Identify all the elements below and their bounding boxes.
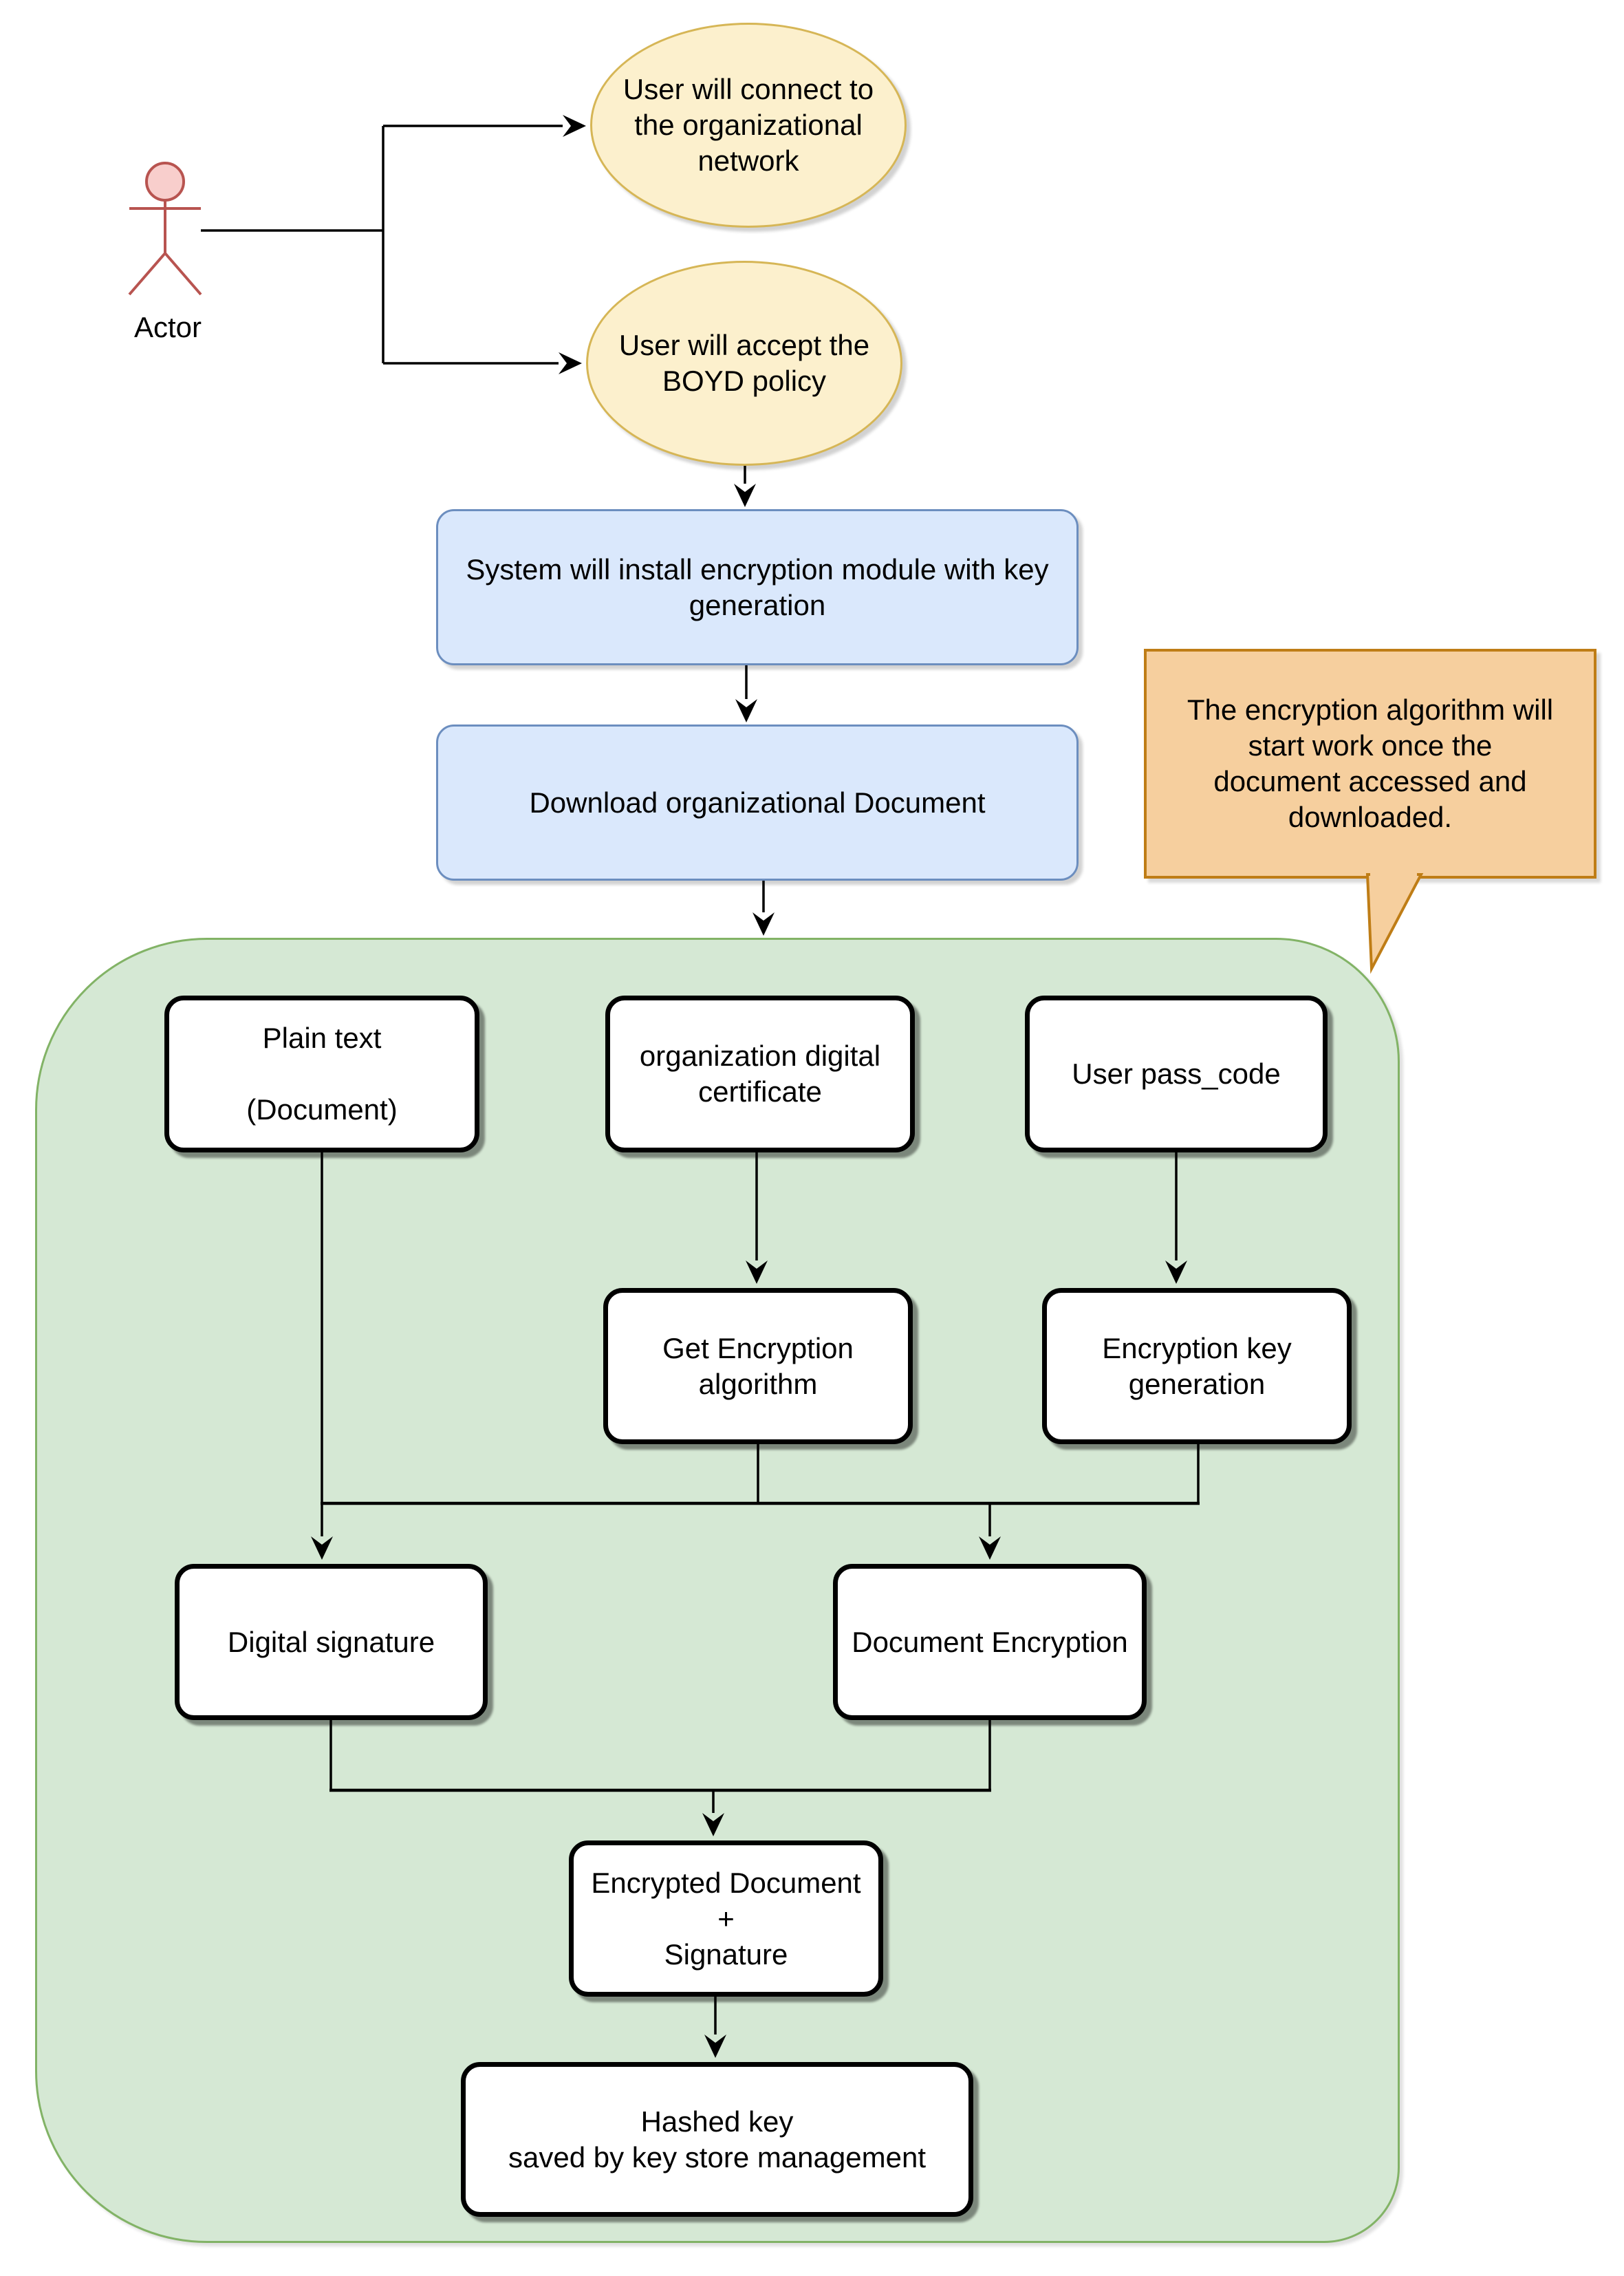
step-user-pass-code: User pass_code bbox=[1025, 996, 1328, 1152]
step-encryption-key-generation: Encryption key generation bbox=[1042, 1288, 1352, 1444]
step-digital-signature: Digital signature bbox=[175, 1564, 488, 1720]
step-get-encryption-algorithm: Get Encryption algorithm bbox=[603, 1288, 913, 1444]
connector-download-to-group bbox=[753, 881, 775, 936]
usecase-accept-boyd-policy: User will accept the BOYD policy bbox=[586, 261, 902, 466]
process-install-encryption-module: System will install encryption module wi… bbox=[436, 509, 1079, 665]
connector-boyd-to-install bbox=[734, 466, 756, 507]
process-download-document: Download organizational Document bbox=[436, 724, 1079, 881]
encryption-flow-group bbox=[35, 938, 1400, 2243]
actor-label: Actor bbox=[133, 310, 202, 343]
usecase-connect-network: User will connect to the organizational … bbox=[590, 23, 907, 228]
step-organization-digital-certificate: organization digital certificate bbox=[605, 996, 915, 1152]
step-plain-text-document: Plain text (Document) bbox=[164, 996, 479, 1152]
connector-actor-to-connect bbox=[383, 115, 586, 137]
step-encrypted-document-signature: Encrypted Document + Signature bbox=[569, 1840, 883, 1997]
note-encryption-algorithm: The encryption algorithm will start work… bbox=[1144, 649, 1596, 879]
step-hashed-key-store: Hashed key saved by key store management bbox=[461, 2062, 973, 2217]
step-document-encryption: Document Encryption bbox=[833, 1564, 1147, 1720]
connector-install-to-download bbox=[735, 665, 757, 722]
connector-actor-to-boyd bbox=[383, 352, 582, 374]
actor-icon bbox=[128, 162, 202, 296]
